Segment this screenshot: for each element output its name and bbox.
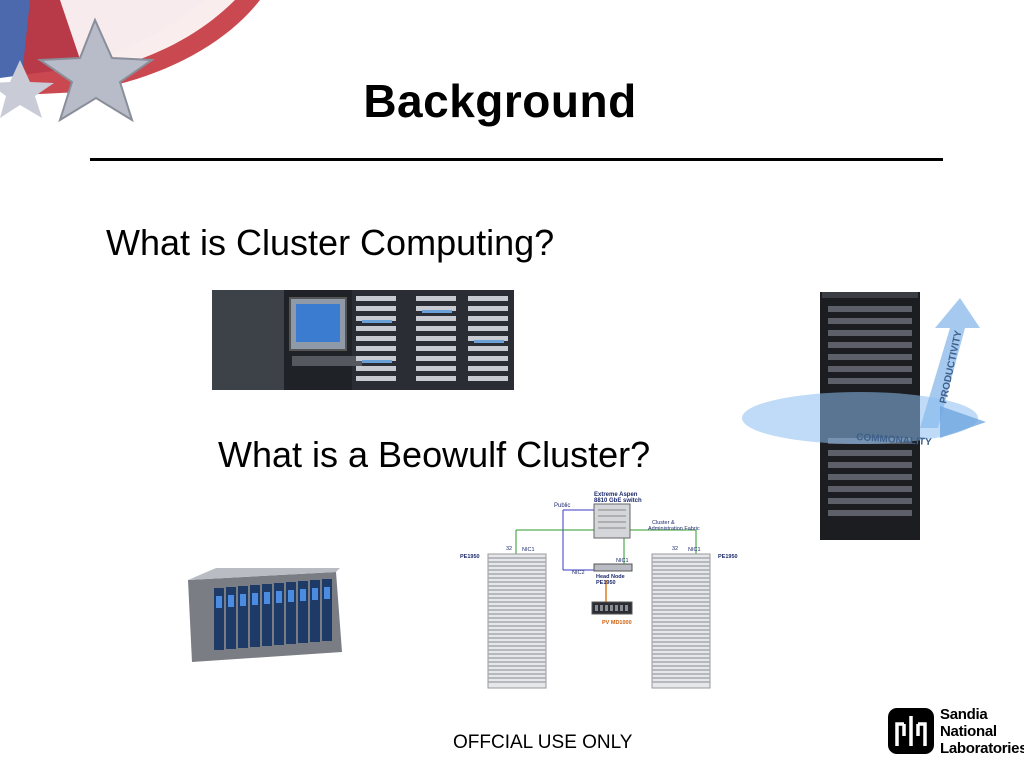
svg-text:PE1950: PE1950: [596, 580, 616, 586]
slide-title: Background: [363, 75, 637, 127]
server-racks-image: [212, 290, 514, 390]
blade-chassis-image: [188, 568, 342, 662]
left-node-rack: [487, 553, 547, 689]
flag-star-logo: [0, 0, 260, 123]
svg-text:PE1950: PE1950: [718, 554, 738, 560]
svg-text:Public: Public: [554, 503, 570, 509]
commonality-label: COMMONALITY: [856, 432, 932, 448]
svg-text:Head Node: Head Node: [596, 574, 625, 580]
svg-text:Administration Fabric: Administration Fabric: [648, 526, 700, 532]
svg-text:NIC1: NIC1: [522, 547, 535, 553]
switch-icon: [593, 503, 631, 539]
footer-classification: OFFCIAL USE ONLY: [453, 732, 633, 753]
logo-line-3: Laboratories: [940, 740, 1024, 757]
svg-text:Extreme Aspen: Extreme Aspen: [594, 492, 638, 498]
svg-text:NIC2: NIC2: [572, 570, 585, 576]
head-node-icon: [593, 563, 633, 572]
svg-text:PE1950: PE1950: [460, 554, 480, 560]
title-underline: [90, 158, 943, 161]
thunderbird-icon: [888, 708, 934, 754]
logo-line-1: Sandia: [940, 706, 988, 723]
rack-tower-image: PRODUCTIVITY COMMONALITY: [742, 292, 986, 540]
svg-text:32: 32: [672, 546, 678, 552]
right-node-rack: [651, 553, 711, 689]
svg-text:NIC1: NIC1: [688, 547, 701, 553]
svg-text:Cluster &: Cluster &: [652, 520, 675, 526]
svg-text:8810 GbE switch: 8810 GbE switch: [594, 498, 642, 504]
beowulf-diagram: Extreme Aspen 8810 GbE switch Public Clu…: [460, 492, 738, 689]
logo-line-2: National: [940, 723, 997, 740]
svg-text:NIC1: NIC1: [616, 558, 629, 564]
question-cluster-computing: What is Cluster Computing?: [106, 222, 555, 263]
svg-text:PV MD1000: PV MD1000: [602, 620, 632, 626]
sandia-logo: Sandia National Laboratories: [884, 704, 1024, 762]
svg-text:32: 32: [506, 546, 512, 552]
question-beowulf-cluster: What is a Beowulf Cluster?: [218, 434, 651, 475]
